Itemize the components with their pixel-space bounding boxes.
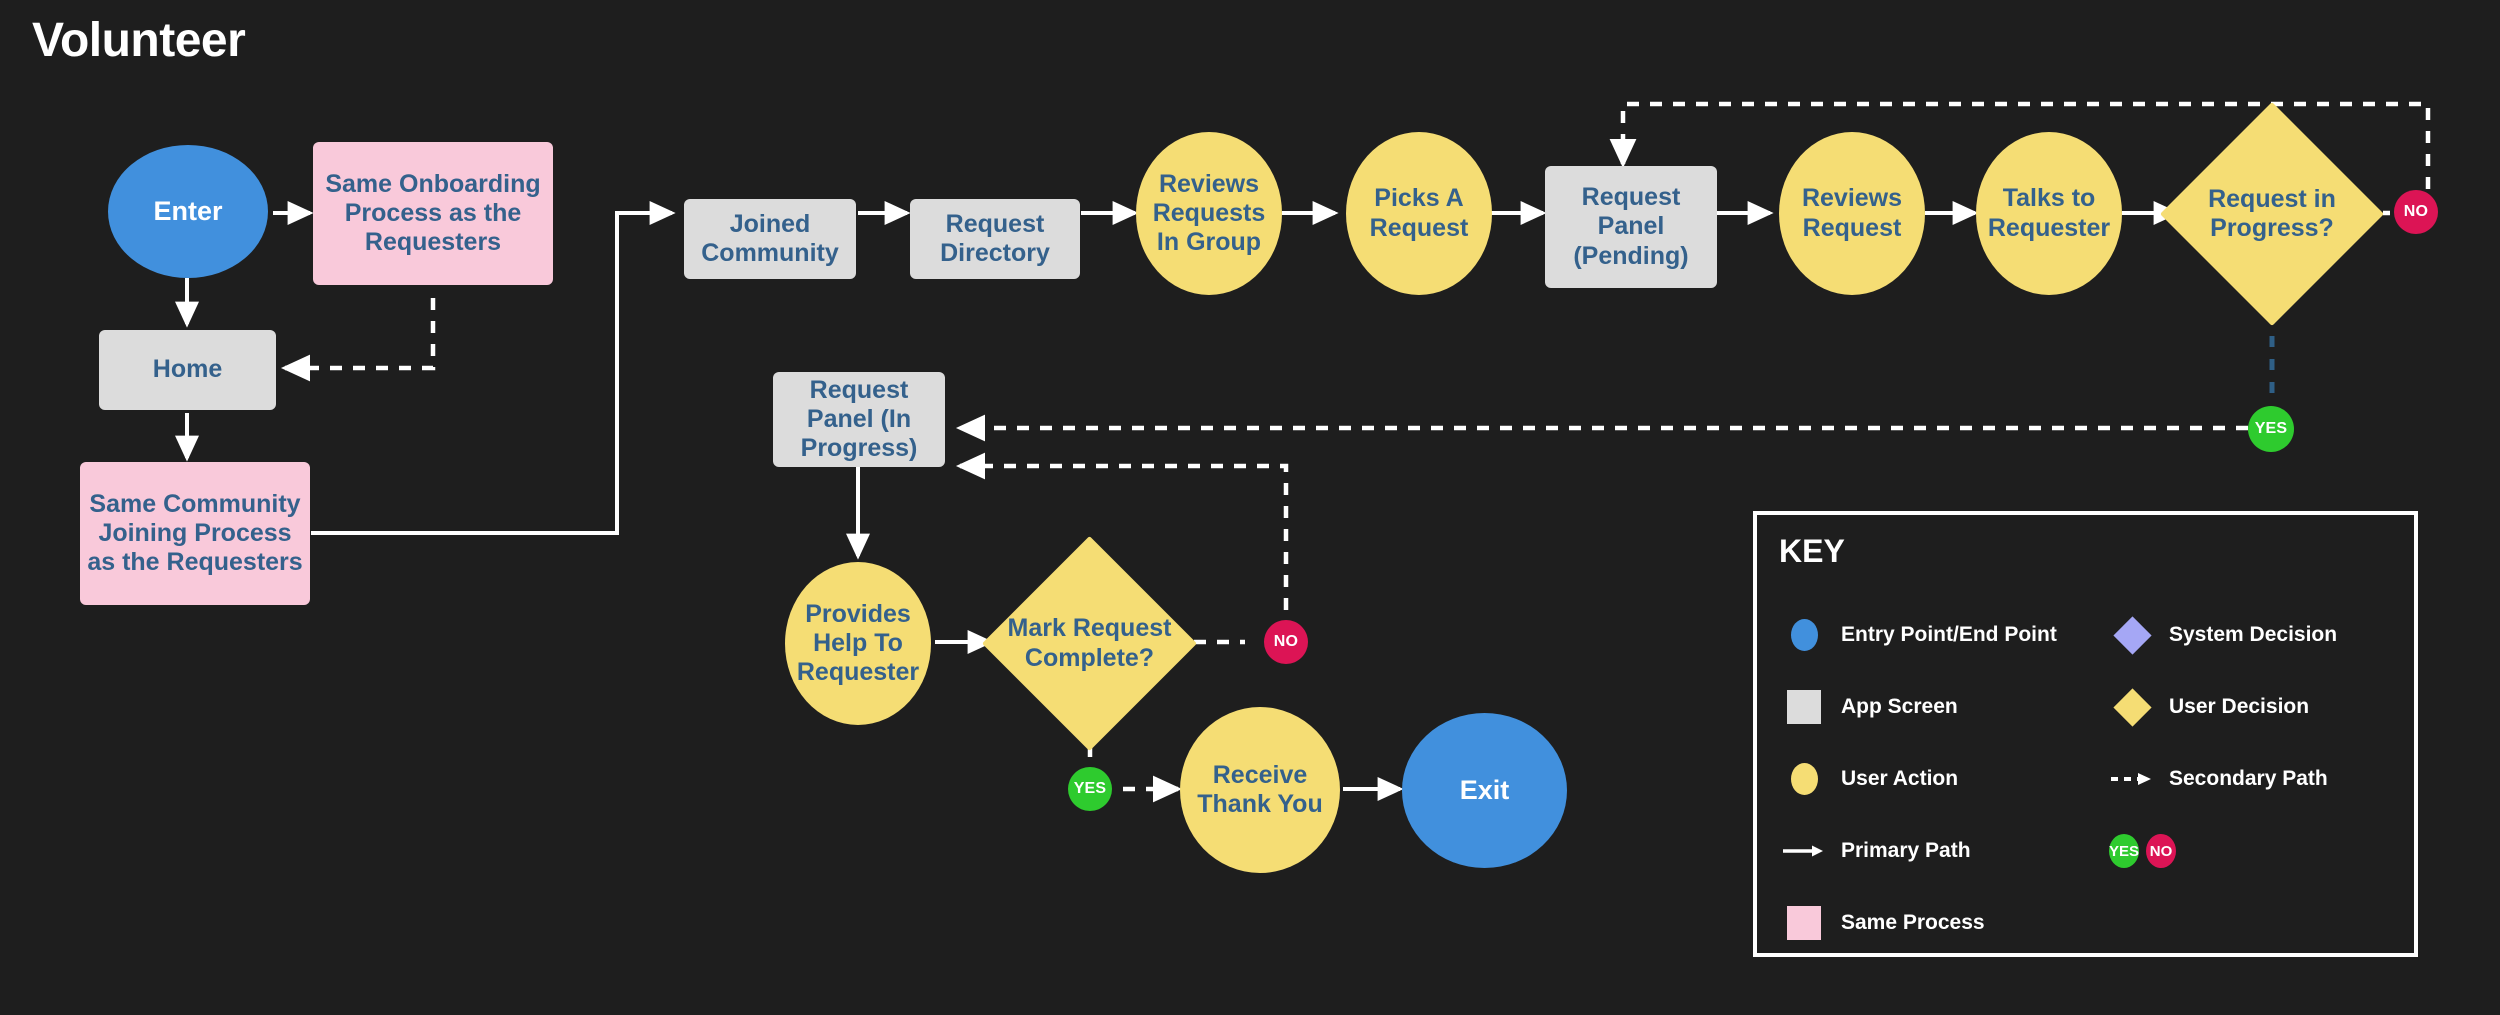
node-request-panel-pending[interactable]: Request Panel (Pending) — [1545, 166, 1717, 288]
page-title: Volunteer — [32, 14, 246, 67]
node-request-directory[interactable]: Request Directory — [910, 199, 1080, 279]
legend-item-user-action: User Action — [1781, 756, 1958, 802]
legend-title: KEY — [1779, 533, 1845, 569]
node-provides-help-to-requester[interactable]: Provides Help To Requester — [785, 562, 931, 725]
yes-no-badge-icons: YES NO — [2109, 834, 2195, 868]
node-exit[interactable]: Exit — [1402, 713, 1567, 868]
node-same-onboarding-process[interactable]: Same Onboarding Process as the Requester… — [313, 142, 553, 285]
legend-item-yes-no-badges: YES NO — [2109, 828, 2195, 874]
node-request-panel-in-progress[interactable]: Request Panel (In Progress) — [773, 372, 945, 467]
legend-item-secondary-path: Secondary Path — [2109, 756, 2328, 802]
legend-item-entry-point: Entry Point/End Point — [1781, 612, 2057, 658]
legend-item-user-decision: User Decision — [2109, 684, 2309, 730]
node-receive-thank-you[interactable]: Receive Thank You — [1180, 707, 1340, 873]
legend-badge-no: NO — [2146, 834, 2176, 868]
node-same-community-joining-process[interactable]: Same Community Joining Process as the Re… — [80, 462, 310, 605]
badge-yes-mark-complete: YES — [1068, 767, 1112, 811]
node-reviews-requests-in-group[interactable]: Reviews Requests In Group — [1136, 132, 1282, 295]
user-action-circle-icon — [1781, 763, 1827, 795]
legend-item-primary-path: Primary Path — [1781, 828, 1971, 874]
node-mark-request-complete-decision[interactable]: Mark Request Complete? — [982, 536, 1197, 751]
node-picks-a-request[interactable]: Picks A Request — [1346, 132, 1492, 295]
legend-item-system-decision: System Decision — [2109, 612, 2337, 658]
node-joined-community[interactable]: Joined Community — [684, 199, 856, 279]
node-request-in-progress-decision[interactable]: Request in Progress? — [2160, 102, 2384, 326]
user-decision-diamond-icon — [2109, 687, 2155, 727]
system-decision-diamond-icon — [2109, 615, 2155, 655]
badge-yes-request-in-progress: YES — [2248, 406, 2294, 452]
secondary-path-arrow-icon — [2109, 771, 2155, 787]
same-process-square-icon — [1781, 906, 1827, 940]
app-screen-square-icon — [1781, 690, 1827, 724]
legend-item-app-screen: App Screen — [1781, 684, 1958, 730]
primary-path-arrow-icon — [1781, 843, 1827, 859]
node-reviews-request[interactable]: Reviews Request — [1779, 132, 1925, 295]
badge-no-request-in-progress: NO — [2394, 190, 2438, 234]
badge-no-mark-complete: NO — [1264, 620, 1308, 664]
entry-point-circle-icon — [1781, 619, 1827, 651]
legend-key: KEY Entry Point/End Point App Screen Use… — [1753, 511, 2418, 957]
node-enter[interactable]: Enter — [108, 145, 268, 278]
node-talks-to-requester[interactable]: Talks to Requester — [1976, 132, 2122, 295]
edge-onboarding-to-home-dashed — [280, 298, 436, 382]
legend-badge-yes: YES — [2109, 834, 2139, 868]
legend-item-same-process: Same Process — [1781, 900, 1985, 946]
node-home[interactable]: Home — [99, 330, 276, 410]
